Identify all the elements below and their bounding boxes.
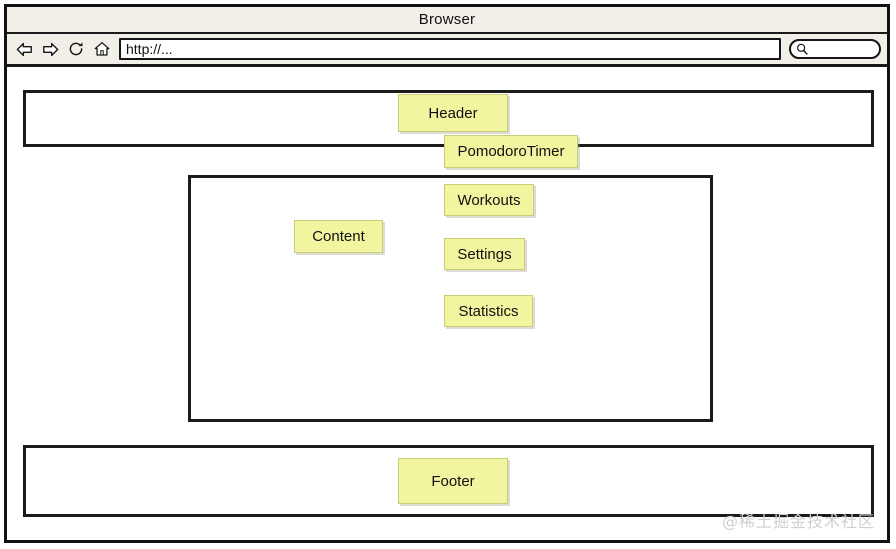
search-icon — [795, 42, 809, 56]
watermark: @稀土掘金技术社区 — [721, 512, 875, 531]
search-input[interactable] — [789, 39, 881, 59]
home-icon[interactable] — [93, 40, 112, 59]
back-arrow-icon[interactable] — [15, 40, 34, 59]
content-item-settings[interactable]: Settings — [444, 238, 525, 270]
browser-window: Browser — [4, 4, 890, 543]
browser-titlebar: Browser — [7, 7, 887, 34]
browser-toolbar: http://... — [7, 34, 887, 67]
forward-arrow-icon[interactable] — [41, 40, 60, 59]
content-item-workouts[interactable]: Workouts — [444, 184, 534, 216]
reload-icon[interactable] — [67, 40, 86, 59]
content-label[interactable]: Content — [294, 220, 383, 253]
url-text: http://... — [126, 41, 173, 57]
window-title: Browser — [418, 11, 476, 28]
header-label[interactable]: Header — [398, 94, 508, 132]
url-input[interactable]: http://... — [119, 38, 781, 60]
content-item-statistics[interactable]: Statistics — [444, 295, 533, 327]
footer-label[interactable]: Footer — [398, 458, 508, 504]
navigation-buttons — [15, 40, 112, 59]
content-item-pomodoro-timer[interactable]: PomodoroTimer — [444, 135, 578, 168]
page-viewport: Header Content PomodoroTimer Workouts Se… — [7, 67, 887, 538]
